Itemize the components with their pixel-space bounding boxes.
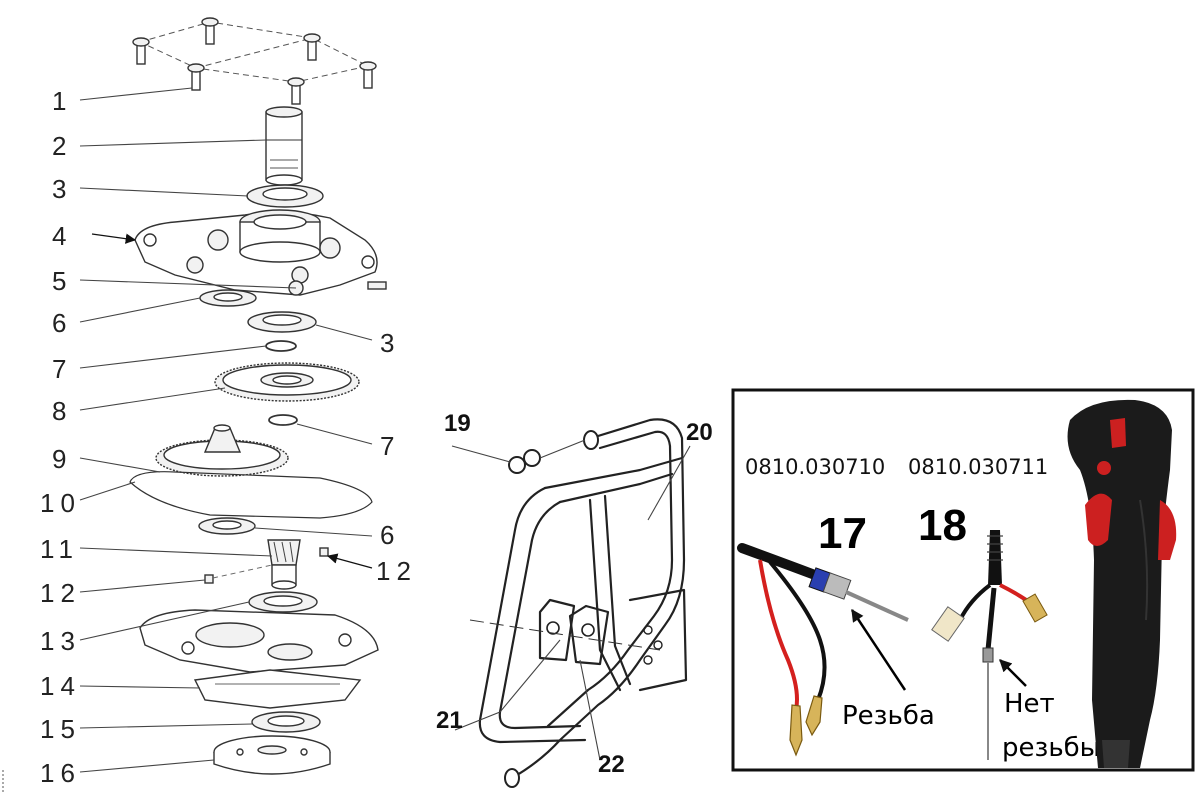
part-13-lower-housing (139, 591, 379, 673)
part-number-labels: 1 2 3 4 5 6 3 7 8 7 9 10 6 11 12 12 13 1… (40, 86, 417, 788)
part-14-plate (193, 669, 362, 709)
label-part-2: 2 (52, 131, 72, 161)
part-6-seal-lower (198, 517, 256, 535)
label-part-3b: 3 (380, 328, 400, 358)
label-part-16: 16 (40, 758, 81, 788)
cable-18 (931, 530, 1048, 760)
label-part-14: 14 (40, 671, 81, 701)
part-8-gear (214, 362, 360, 402)
leader-lines (79, 87, 373, 773)
label-part-7b: 7 (380, 431, 400, 461)
label-part-3a: 3 (52, 174, 72, 204)
number-17: 17 (818, 509, 867, 558)
handle-inset: 0810.030710 0810.030711 17 18 Резьба (731, 388, 1195, 772)
part-2-shaft (265, 106, 303, 186)
cable-17 (737, 543, 909, 757)
part-3-bearing-lower (247, 311, 317, 333)
label-part-8: 8 (52, 396, 72, 426)
label-part-22: 22 (598, 751, 625, 778)
label-part-5: 5 (52, 266, 72, 296)
part-15-washer (251, 711, 321, 733)
label-part-13: 13 (40, 626, 81, 656)
label-part-15: 15 (40, 714, 81, 744)
code-18: 0810.030711 (908, 455, 1048, 479)
label-part-4: 4 (52, 221, 72, 251)
label-part-7a: 7 (52, 354, 72, 384)
part-9-bevel-gear (155, 424, 289, 477)
label-part-9: 9 (52, 444, 72, 474)
part-3-bearing-top (246, 184, 324, 208)
note-18-line2: резьбы (1002, 733, 1100, 763)
part-7-circlip-lower (268, 414, 298, 426)
label-part-6a: 6 (52, 308, 72, 338)
label-part-1: 1 (52, 86, 72, 116)
label-part-11: 11 (40, 534, 79, 564)
part-4-upper-housing (134, 209, 378, 296)
label-part-20: 20 (686, 419, 713, 446)
number-18: 18 (918, 501, 967, 550)
throttle-handle (1067, 399, 1177, 768)
part-11-pinion (267, 539, 301, 590)
exploded-gearbox: 1 2 3 4 5 6 3 7 8 7 9 10 6 11 12 12 13 1… (40, 17, 417, 788)
label-part-10: 10 (40, 488, 81, 518)
label-part-21: 21 (436, 707, 463, 734)
label-part-19: 19 (444, 410, 471, 437)
code-17: 0810.030710 (745, 455, 885, 479)
part-6-seal-top (199, 289, 257, 307)
frame-view: 19 20 21 22 (436, 410, 713, 788)
label-part-12a: 12 (376, 556, 417, 586)
part-16-flange (213, 735, 331, 775)
part-1-bolts (132, 17, 377, 105)
part-10-gasket (129, 471, 373, 519)
label-part-6b: 6 (380, 520, 400, 550)
part-12-keys (204, 547, 329, 584)
note-17-thread: Резьба (842, 701, 935, 731)
part-7-circlip-top (265, 340, 297, 352)
note-18-line1: Нет (1004, 689, 1055, 719)
label-part-12b: 12 (40, 578, 81, 608)
